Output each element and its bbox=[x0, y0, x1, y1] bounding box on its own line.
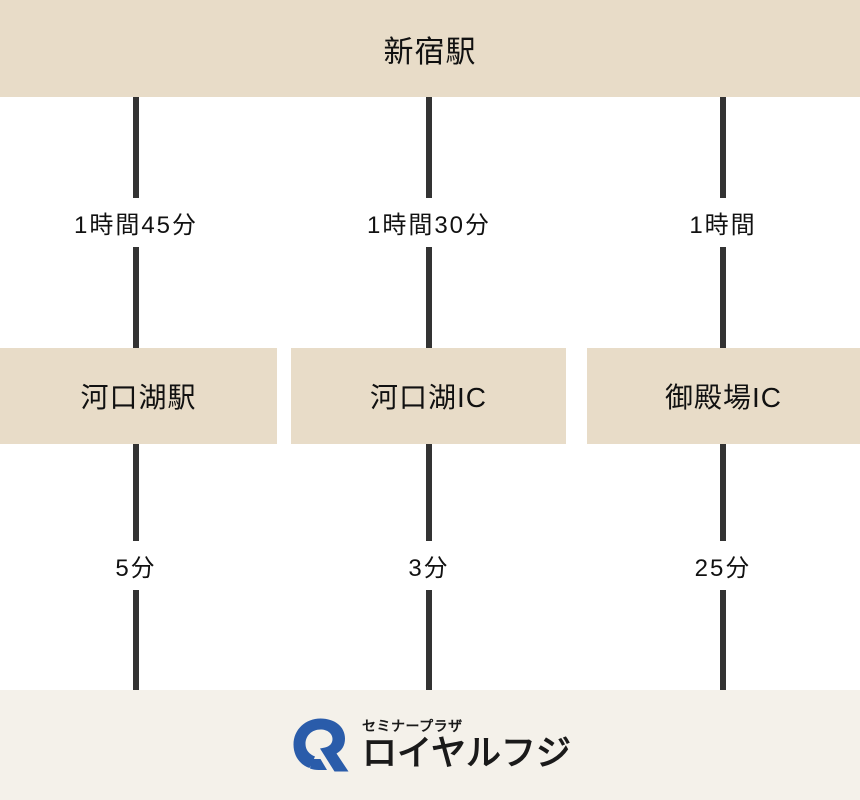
logo-band: セミナープラザ ロイヤルフジ bbox=[0, 690, 860, 800]
duration-upper-col2: 1時間30分 bbox=[356, 198, 502, 247]
duration-lower-col2: 3分 bbox=[398, 541, 460, 590]
station-box-col1: 河口湖駅 bbox=[0, 348, 277, 444]
brand-logo: セミナープラザ ロイヤルフジ bbox=[289, 717, 571, 773]
origin-banner: 新宿駅 bbox=[0, 0, 860, 97]
logo-text-block: セミナープラザ ロイヤルフジ bbox=[362, 719, 571, 771]
station-box-col3: 御殿場IC bbox=[587, 348, 860, 444]
station-label-col3: 御殿場IC bbox=[664, 382, 782, 413]
royal-fuji-r-mark-icon bbox=[293, 718, 349, 772]
logo-tagline: セミナープラザ bbox=[362, 718, 463, 734]
logo-name: ロイヤルフジ bbox=[362, 734, 571, 773]
origin-label: 新宿駅 bbox=[383, 35, 477, 69]
station-label-col2: 河口湖IC bbox=[369, 382, 487, 413]
station-box-col2: 河口湖IC bbox=[291, 348, 566, 444]
duration-upper-col1: 1時間45分 bbox=[63, 198, 209, 247]
station-label-col1: 河口湖駅 bbox=[80, 382, 197, 413]
duration-lower-col3: 25分 bbox=[684, 541, 762, 590]
duration-lower-col1: 5分 bbox=[105, 541, 167, 590]
duration-upper-col3: 1時間 bbox=[679, 198, 767, 247]
